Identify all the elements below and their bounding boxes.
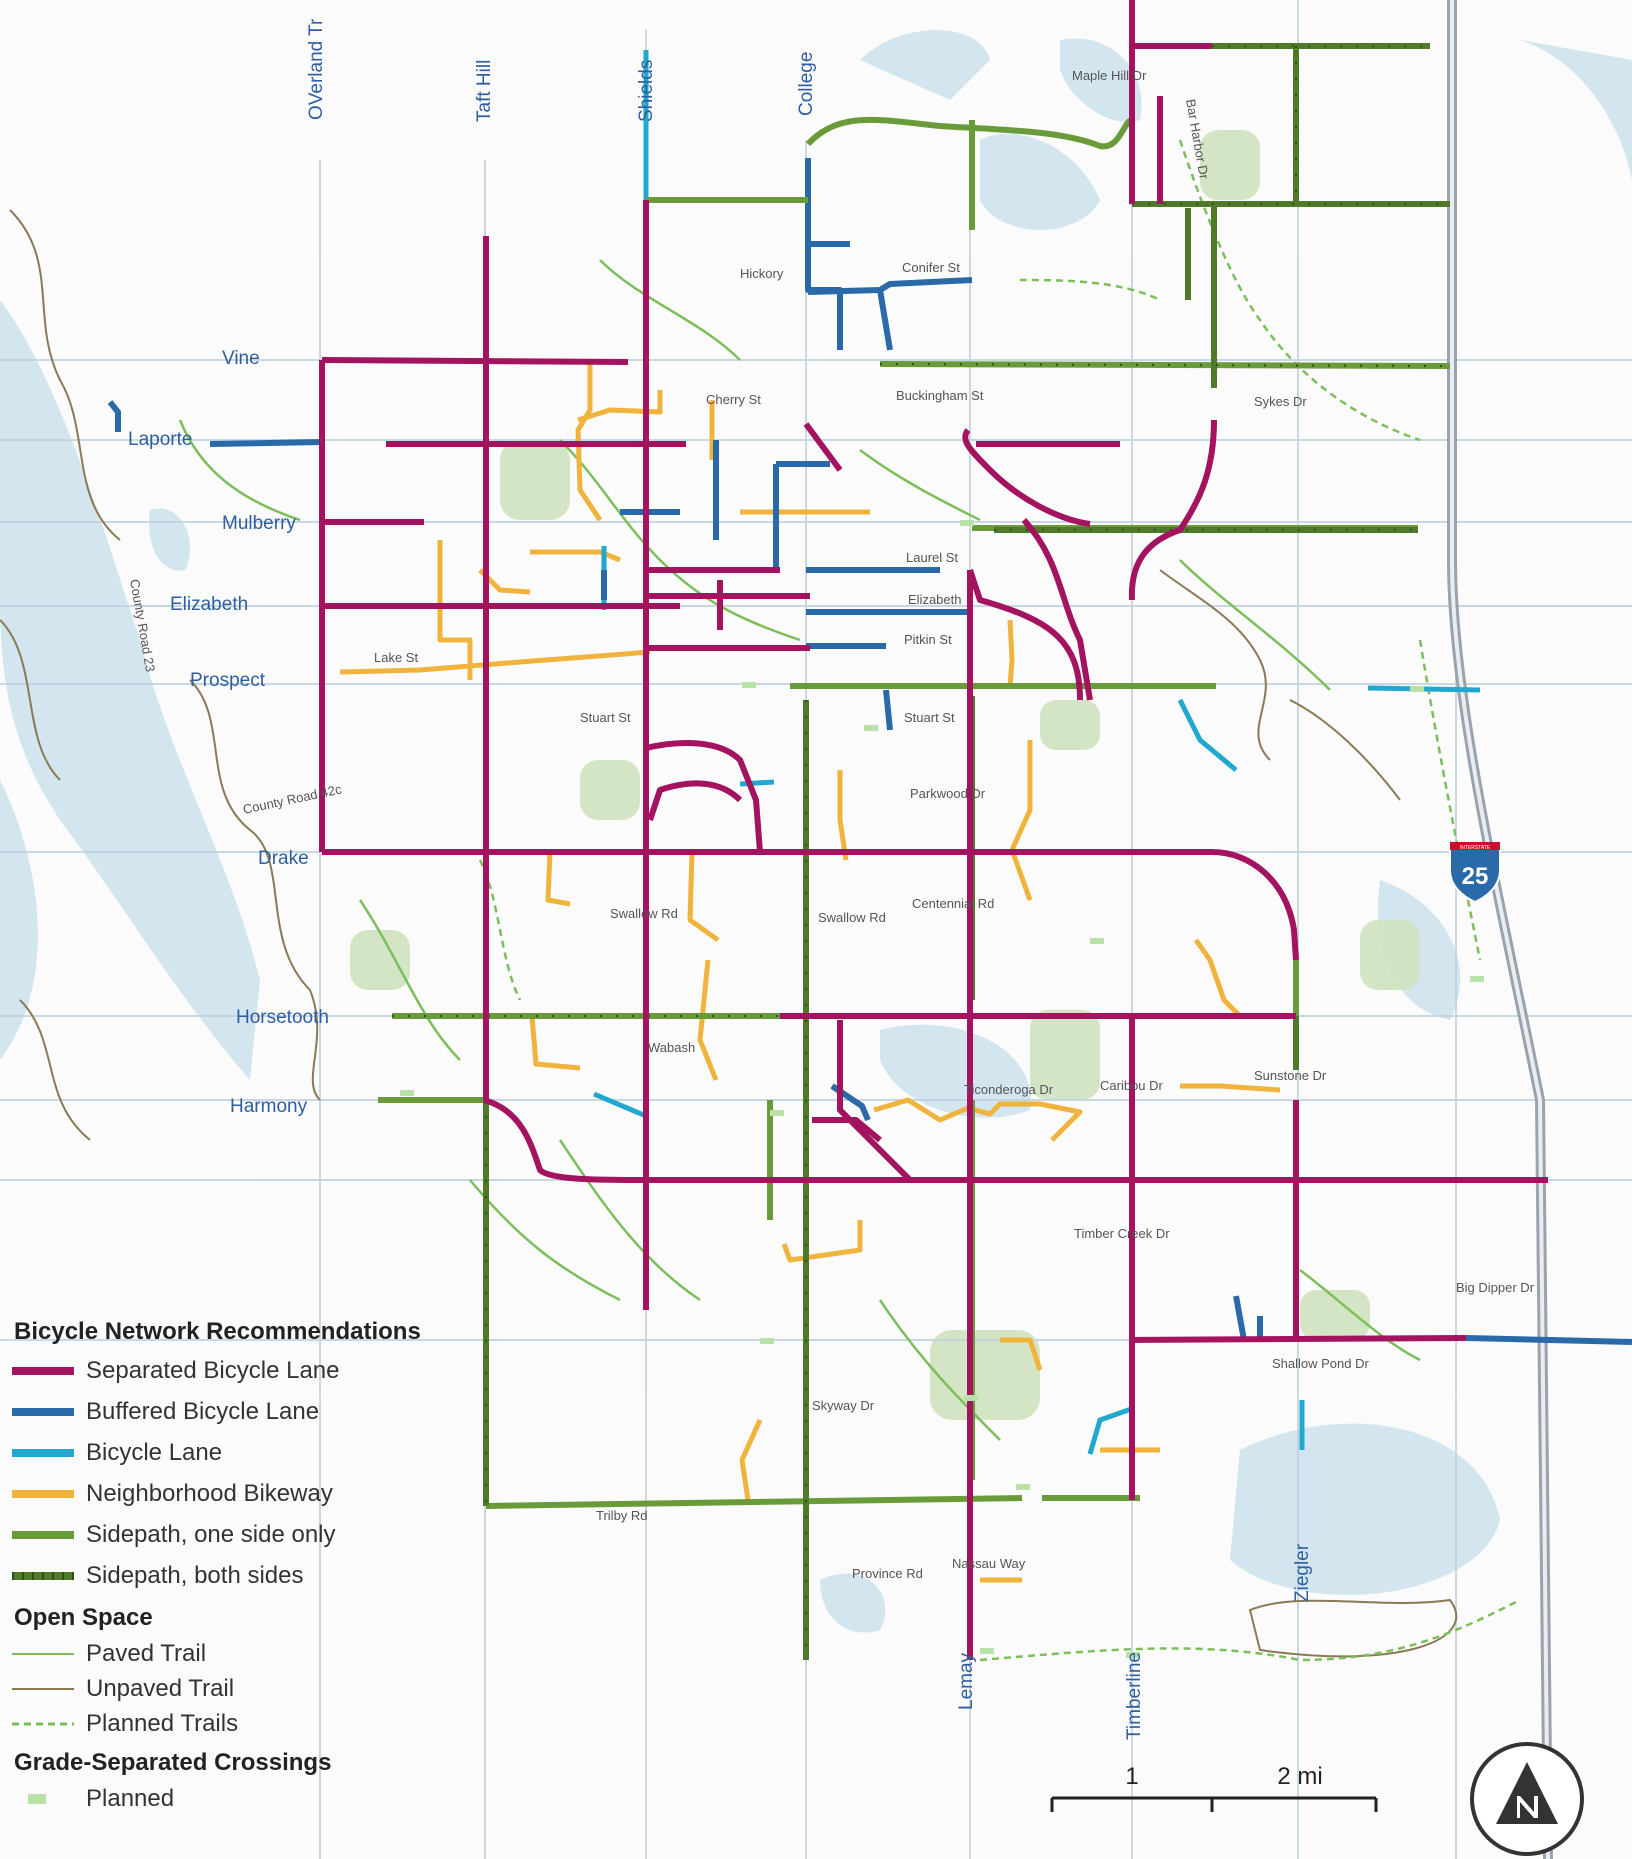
paved-trails [178,259,1421,1441]
street-label: Buckingham St [896,388,984,403]
street-label: Shallow Pond Dr [1272,1356,1369,1371]
legend-item-label: Buffered Bicycle Lane [86,1397,320,1425]
road-label: Drake [258,848,309,869]
scale-label-1: 1 [1125,1763,1138,1790]
legend-item-label: Planned [86,1784,175,1812]
legend-item: Unpaved Trail [12,1671,482,1706]
street-label: Conifer St [902,260,960,275]
street-label: Parkwood Dr [910,786,986,801]
interstate-25 [1447,0,1553,1859]
parks [350,130,1420,1420]
legend-item: Planned [12,1781,482,1816]
legend-item-label: Bicycle Lane [86,1438,223,1466]
legend-item: Neighborhood Bikeway [8,1473,482,1514]
road-label: Laporte [128,429,192,450]
legend-swatch-icon [8,1446,78,1460]
street-label: Timber Creek Dr [1074,1226,1170,1241]
legend-item: Planned Trails [12,1706,482,1741]
street-label: Wabash [648,1040,695,1055]
north-arrow [1470,1742,1584,1856]
interstate-shield: INTERSTATE 25 [1449,842,1501,904]
road-labels: OVerland Tr Taft Hill Shields CollegeVineLa… [128,18,1313,1740]
road-label: Mulberry [222,513,296,534]
street-label: Lake St [374,650,418,665]
street-label: Sunstone Dr [1254,1068,1327,1083]
neighborhood-bikeways [339,360,1281,1583]
street-label: Big Dipper Dr [1456,1280,1535,1295]
road-label: Shields [636,60,657,122]
street-label: Province Rd [852,1566,923,1581]
street-label: Pitkin St [904,632,952,647]
street-label: Hickory [740,266,784,281]
street-label: Swallow Rd [610,906,678,921]
street-label: Skyway Dr [812,1398,875,1413]
legend-item: Sidepath, one side only [8,1514,482,1555]
north-n-icon [1517,1796,1538,1818]
legend-crossing-items: Planned [12,1781,482,1816]
road-label: Horsetooth [236,1007,329,1028]
road-label: College [796,52,817,116]
street-label: Laurel St [906,550,958,565]
grade-separated-crossings [400,520,1484,1658]
legend-item-label: Neighborhood Bikeway [86,1479,333,1507]
legend-item-label: Planned Trails [86,1709,239,1737]
legend-crossing-heading: Grade-Separated Crossings [14,1749,332,1776]
legend-swatch-icon [8,1405,78,1419]
scale-label-2: 2 mi [1277,1763,1322,1790]
street-label: Stuart St [904,710,955,725]
road-label: Timberline [1124,1652,1145,1740]
street-label: Swallow Rd [818,910,886,925]
legend-item-label: Sidepath, both sides [86,1561,304,1589]
road-label: Vine [222,348,260,369]
street-label: Elizabeth [908,592,961,607]
separated-bicycle-lanes [319,0,1548,1660]
legend-item: Bicycle Lane [8,1432,482,1473]
buffered-bicycle-lanes [107,158,1632,1345]
legend-item: Separated Bicycle Lane [8,1350,482,1391]
legend-item: Buffered Bicycle Lane [8,1391,482,1432]
legend-item-label: Paved Trail [86,1639,207,1667]
legend-swatch-icon [8,1528,78,1542]
interstate-shield-banner: INTERSTATE [1460,845,1491,851]
road-label: Taft Hill [474,60,495,122]
legend-swatch-icon [12,1682,74,1696]
legend-swatch-icon [12,1569,74,1583]
legend-swatch-icon [8,1364,78,1378]
road-label: Harmony [230,1096,308,1117]
map-legend: Bicycle Network Recommendations Separate… [8,1312,482,1816]
street-label: Ticonderoga Dr [964,1082,1054,1097]
street-label: Maple Hill Dr [1072,68,1147,83]
legend-open-space-heading: Open Space [14,1604,153,1631]
legend-item-label: Separated Bicycle Lane [86,1356,340,1384]
street-label: Centennial Rd [912,896,994,911]
road-label: Ziegler [1292,1543,1313,1602]
legend-network-heading: Bicycle Network Recommendations [14,1318,421,1345]
legend-swatch-icon [12,1717,74,1731]
road-label: Lemay [956,1652,977,1710]
road-label: Prospect [190,670,266,691]
interstate-shield-number: 25 [1462,863,1489,890]
street-label: Sykes Dr [1254,394,1307,409]
legend-item: Sidepath, both sides [12,1555,482,1596]
legend-item: Paved Trail [12,1636,482,1671]
street-label: Caribou Dr [1100,1078,1164,1093]
street-label: Stuart St [580,710,631,725]
legend-item-label: Sidepath, one side only [86,1520,336,1548]
street-label: Nassau Way [952,1556,1026,1571]
legend-swatch-icon [12,1647,74,1661]
legend-item-label: Unpaved Trail [86,1674,235,1702]
scale-bar: 1 2 mi [1050,1763,1378,1812]
legend-swatch-icon [12,1792,74,1806]
road-label: Elizabeth [170,594,248,615]
road-label: OVerland Tr [306,18,327,120]
street-label: Cherry St [706,392,761,407]
legend-swatch-icon [8,1487,78,1501]
street-label: Trilby Rd [596,1508,648,1523]
